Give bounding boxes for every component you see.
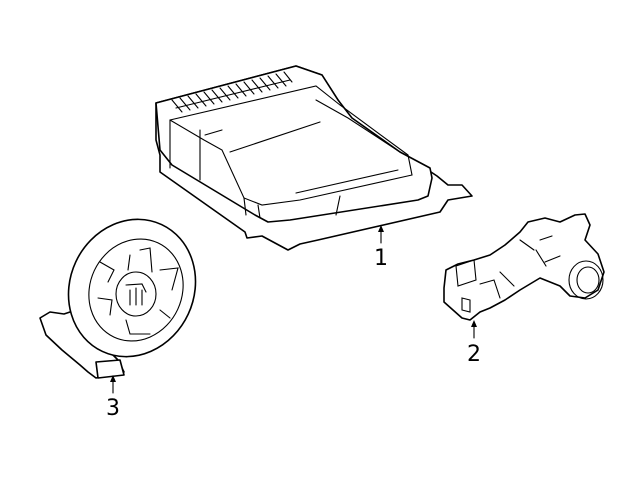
part-1-module-drawing[interactable] bbox=[155, 65, 473, 251]
callout-3: 3 bbox=[106, 396, 120, 421]
callout-1: 1 bbox=[374, 246, 388, 271]
callout-2: 2 bbox=[467, 342, 481, 367]
part-2-sensor-drawing[interactable] bbox=[443, 213, 605, 339]
part-3-clock-spring-drawing[interactable] bbox=[39, 198, 218, 394]
